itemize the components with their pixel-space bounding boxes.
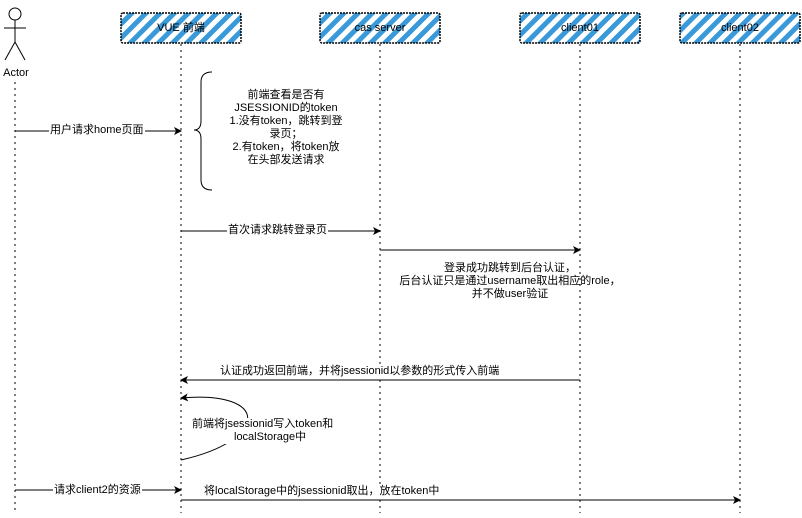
participant-cas-label: cas server (354, 22, 406, 34)
message-first-request-login: 首次请求跳转登录页 (227, 224, 328, 237)
participant-cas-box (319, 12, 441, 44)
participant-actor-label: Actor (3, 67, 29, 79)
message-auth-return: 认证成功返回前端，并将jsessionid以参数的形式传入前端 (219, 365, 501, 378)
note-write-token: 前端将jsessionid写入token和 localStorage中 (192, 418, 362, 444)
participant-vue-box (120, 12, 242, 44)
participant-client01-box (519, 12, 641, 44)
message-token-to-client02: 将localStorage中的jsessionid取出，放在token中 (203, 485, 441, 498)
participant-client02-box (679, 12, 801, 44)
note-brace (193, 71, 213, 191)
participant-client01-label: client01 (561, 22, 599, 34)
message-user-request-home: 用户请求home页面 (49, 124, 145, 137)
participant-vue-label: VUE 前端 (157, 22, 205, 34)
participant-client02-label: client02 (721, 22, 759, 34)
note-check-jsessionid: 前端查看是否有 JSESSIONID的token 1.没有token，跳转到登 … (229, 89, 343, 166)
note-login-success: 登录成功跳转到后台认证， 后台认证只是通过username取出相应的role， … (399, 262, 621, 300)
message-request-client2: 请求client2的资源 (53, 484, 142, 497)
actor-figure (4, 7, 26, 61)
